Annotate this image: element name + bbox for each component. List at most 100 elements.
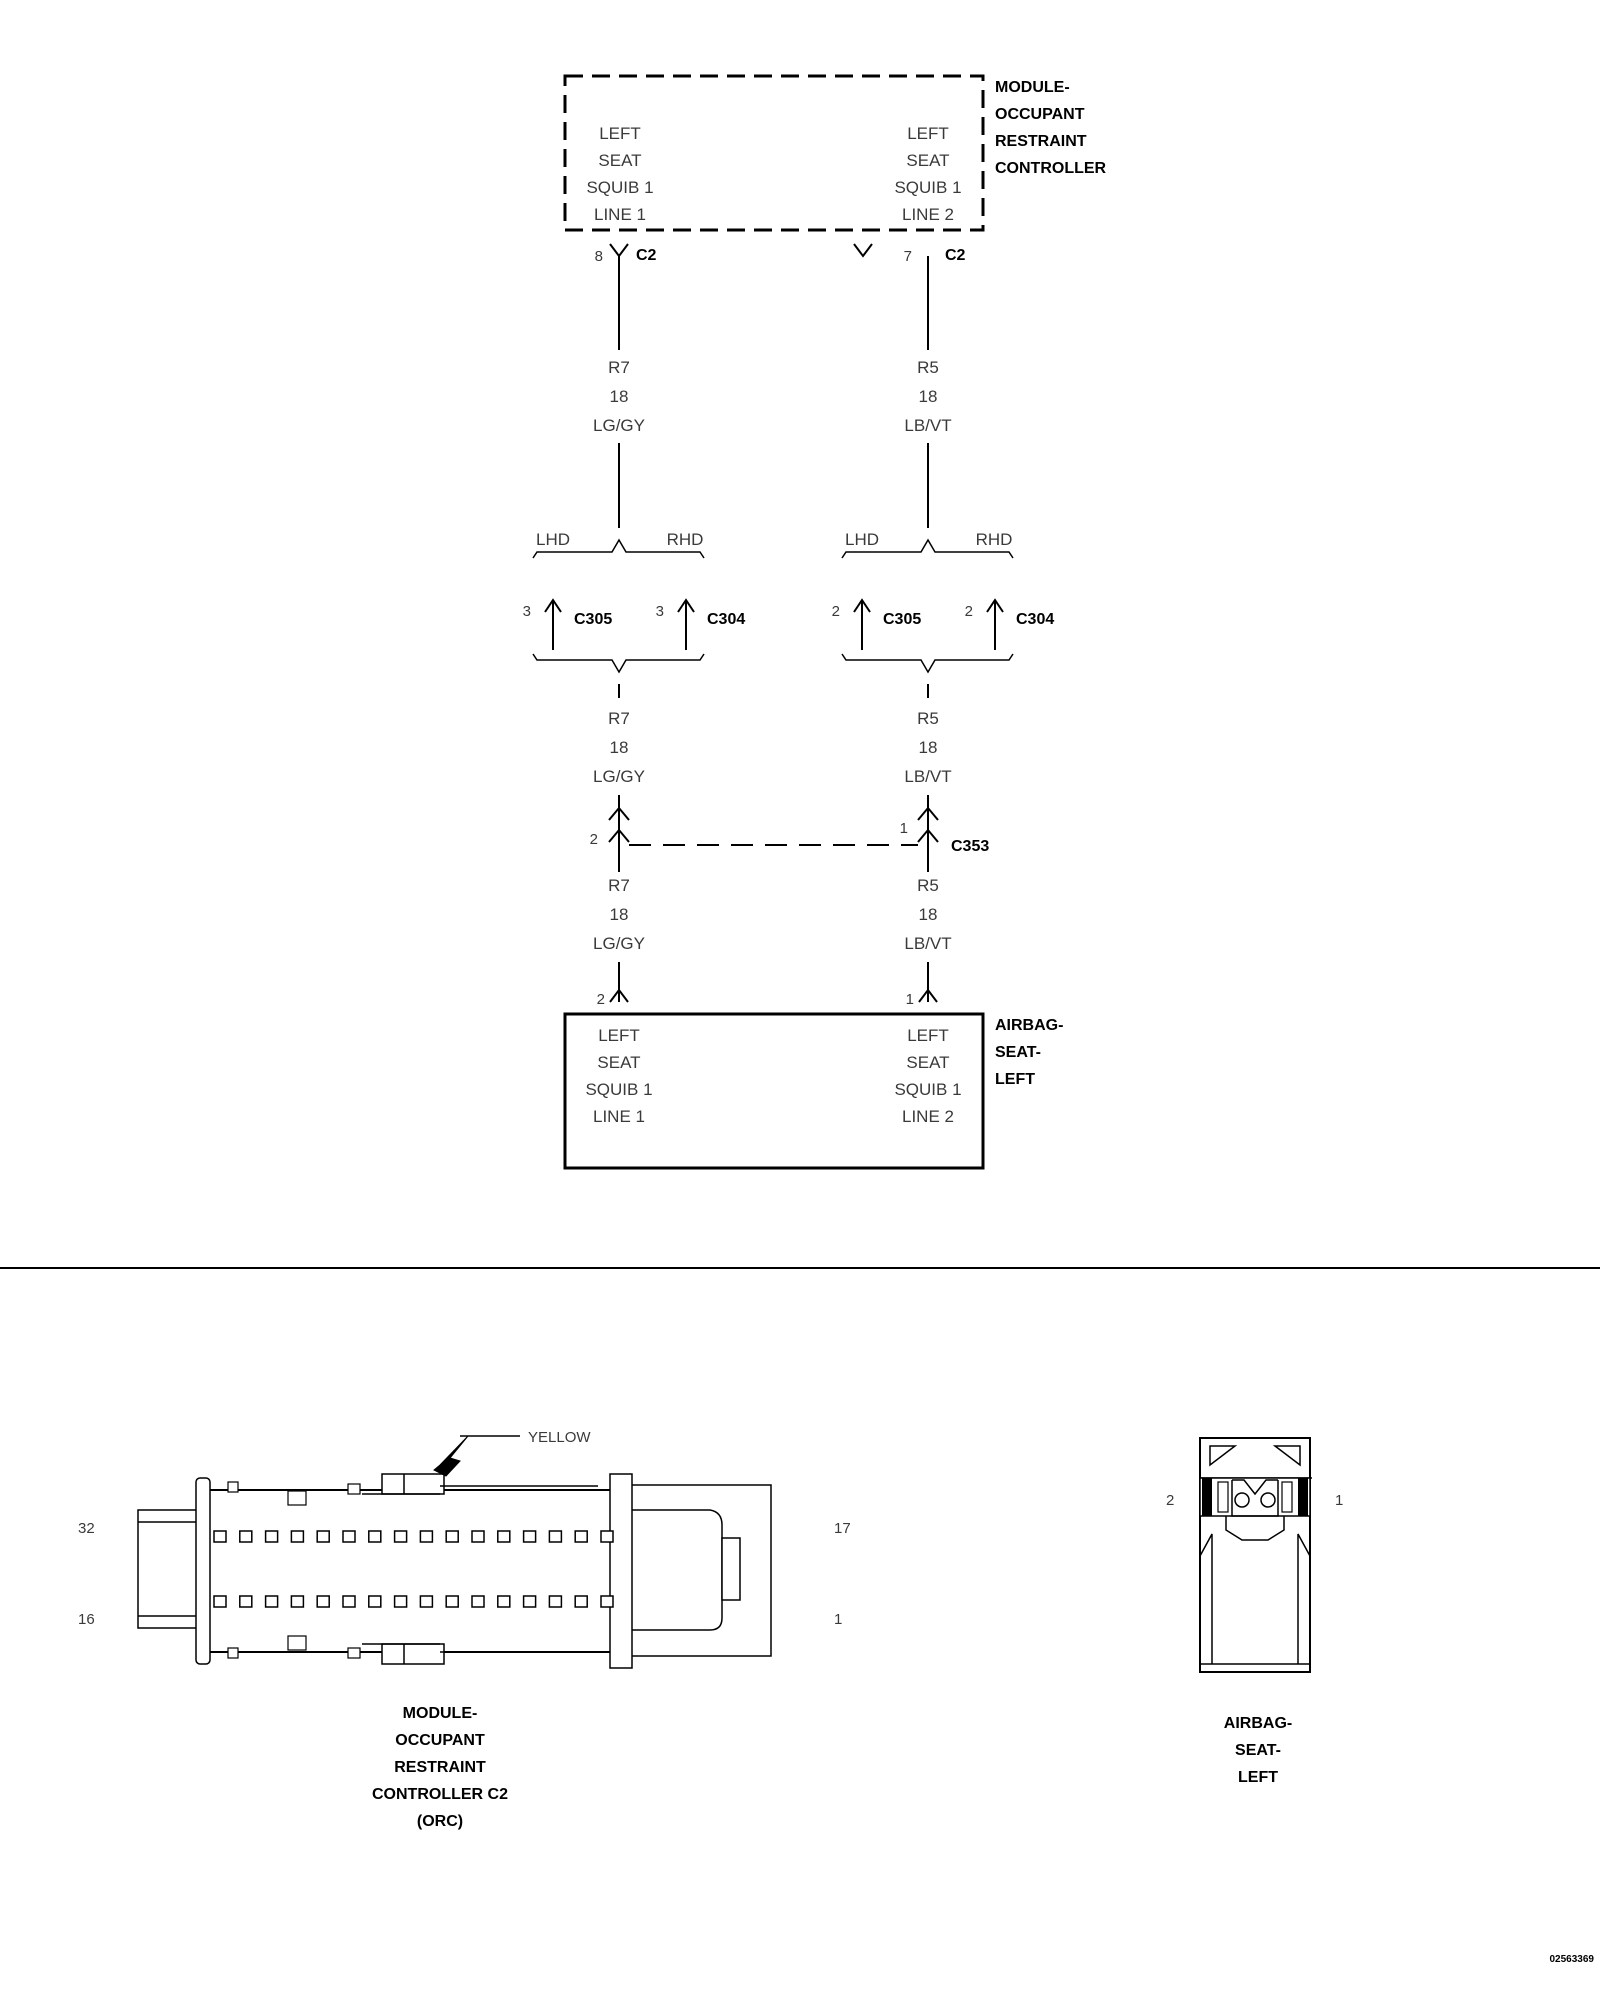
orc-c2-connector-view: YELLOW 32 16 17 1 MODULE- OCCUPANT RESTR…	[78, 1429, 851, 1830]
orc-c2-pin-17-label: 17	[834, 1520, 851, 1537]
orc-c2-pin-32-label: 32	[78, 1520, 95, 1537]
orc-left-function-4: LINE 1	[594, 205, 646, 224]
r5-gauge-1: 18	[919, 387, 938, 406]
orc-c2-cavity-bottom	[548, 1595, 563, 1608]
orc-c2-cavity-bottom	[522, 1595, 537, 1608]
orc-c2-caption-1: MODULE-	[403, 1705, 478, 1722]
r7-id-2: R7	[608, 709, 630, 728]
r5-color-2: LB/VT	[904, 767, 951, 786]
orc-c2-cavity-bottom	[497, 1595, 511, 1608]
orc-c2-cavity-bottom	[239, 1595, 253, 1608]
airbag-right-function-4: LINE 2	[902, 1107, 954, 1126]
orc-right-function-2: SEAT	[906, 151, 949, 170]
orc-c2-cavity-top	[445, 1530, 459, 1543]
orc-c2-cavity-top	[368, 1530, 382, 1543]
airbag-connector-right-arrow	[918, 988, 938, 1003]
split-right: LHD RHD 2 C305 2 C304	[832, 530, 1054, 674]
orc-module: LEFT SEAT SQUIB 1 LINE 1 LEFT SEAT SQUIB…	[563, 74, 1107, 232]
c305-right-pin: 2	[832, 603, 840, 620]
figure-id: 02563369	[1550, 1954, 1595, 1965]
orc-c2-cavity-top	[290, 1530, 305, 1543]
c304-left-pin: 3	[656, 603, 664, 620]
c305-label-left: C305	[574, 611, 612, 628]
r7-id-3: R7	[608, 876, 630, 895]
orc-title-3: RESTRAINT	[995, 133, 1087, 150]
orc-left-function-2: SEAT	[598, 151, 641, 170]
c353-right-pin: 1	[900, 820, 908, 837]
split-right-lhd: LHD	[845, 530, 879, 549]
r5-color-1: LB/VT	[904, 416, 951, 435]
r7-id-1: R7	[608, 358, 630, 377]
orc-c2-cavity-bottom	[574, 1595, 588, 1608]
airbag-right-function-1: LEFT	[907, 1026, 949, 1045]
r7-color-2: LG/GY	[593, 767, 645, 786]
c304-right-pin: 2	[965, 603, 973, 620]
c353-left-pin: 2	[590, 831, 598, 848]
orc-c2-caption-5: (ORC)	[417, 1813, 463, 1830]
orc-left-function-3: SQUIB 1	[586, 178, 653, 197]
c353-label: C353	[951, 838, 989, 855]
airbag-view-pin-2: 2	[1166, 1492, 1174, 1509]
orc-c2-pin-1-label: 1	[834, 1611, 842, 1628]
orc-c2-cavity-bottom	[419, 1595, 434, 1608]
orc-c2-pin-16-label: 16	[78, 1611, 95, 1628]
c305-label-right: C305	[883, 611, 921, 628]
orc-right-function-1: LEFT	[907, 124, 949, 143]
airbag-left-function-2: SEAT	[597, 1053, 640, 1072]
orc-title-4: CONTROLLER	[995, 160, 1107, 177]
orc-c2-cavity-bottom	[368, 1595, 382, 1608]
circuit-labels-1: R7 18 LG/GY R5 18 LB/VT	[593, 358, 952, 435]
split-right-rhd: RHD	[976, 530, 1013, 549]
airbag-view-caption-3: LEFT	[1238, 1769, 1278, 1786]
orc-title-2: OCCUPANT	[995, 106, 1085, 123]
c2-right-pin: 7	[904, 248, 912, 265]
split-left-rhd: RHD	[667, 530, 704, 549]
orc-c2-caption-2: OCCUPANT	[395, 1732, 485, 1749]
c304-label-left: C304	[707, 611, 745, 628]
c2-label-right: C2	[945, 247, 966, 264]
orc-c2-cavity-bottom	[213, 1595, 227, 1608]
orc-c2-cavity-top	[419, 1530, 434, 1543]
r5-color-3: LB/VT	[904, 934, 951, 953]
c305-left-pin: 3	[523, 603, 531, 620]
orc-c2-cavity-top	[548, 1530, 563, 1543]
orc-c2-cavity-bottom	[445, 1595, 459, 1608]
orc-pin-row-bottom	[213, 1595, 614, 1608]
r5-gauge-3: 18	[919, 905, 938, 924]
airbag-view-pin-1: 1	[1335, 1492, 1343, 1509]
c353-connector: 2 1 C353	[590, 795, 989, 872]
orc-c2-caption-4: CONTROLLER C2	[372, 1786, 508, 1803]
orc-c2-cavity-bottom	[471, 1595, 485, 1608]
orc-c2-cavity-top	[471, 1530, 485, 1543]
orc-c2-cavity-top	[316, 1530, 330, 1543]
r5-id-1: R5	[917, 358, 939, 377]
airbag-right-function-3: SQUIB 1	[894, 1080, 961, 1099]
orc-c2-cavity-top	[522, 1530, 537, 1543]
c2-left-pin: 8	[595, 248, 603, 265]
orc-c2-cavity-bottom	[264, 1595, 279, 1608]
airbag-left-function-3: SQUIB 1	[585, 1080, 652, 1099]
orc-right-function-4: LINE 2	[902, 205, 954, 224]
airbag-connector-view: 2 1 AIRBAG- SEAT- LEFT	[1166, 1437, 1343, 1786]
airbag-connector-left-arrow	[609, 988, 629, 1003]
r7-color-3: LG/GY	[593, 934, 645, 953]
circuit-labels-2: R7 18 LG/GY R5 18 LB/VT	[593, 709, 952, 786]
airbag-right-function-2: SEAT	[906, 1053, 949, 1072]
orc-c2-cavity-top	[393, 1530, 408, 1543]
orc-c2-cavity-top	[497, 1530, 511, 1543]
orc-c2-cavity-bottom	[316, 1595, 330, 1608]
c2-connector: 8 7 C2 C2	[595, 243, 966, 265]
r7-gauge-1: 18	[610, 387, 629, 406]
orc-c2-cavity-top	[342, 1530, 356, 1543]
orc-c2-cavity-top	[574, 1530, 588, 1543]
r5-id-3: R5	[917, 876, 939, 895]
orc-c2-caption-3: RESTRAINT	[394, 1759, 486, 1776]
c304-label-right: C304	[1016, 611, 1054, 628]
airbag-left-pin: 2	[597, 991, 605, 1008]
orc-c2-cavity-top	[213, 1530, 227, 1543]
orc-c2-cavity-bottom	[342, 1595, 356, 1608]
r7-gauge-3: 18	[610, 905, 629, 924]
r5-id-2: R5	[917, 709, 939, 728]
airbag-view-caption-1: AIRBAG-	[1224, 1715, 1292, 1732]
